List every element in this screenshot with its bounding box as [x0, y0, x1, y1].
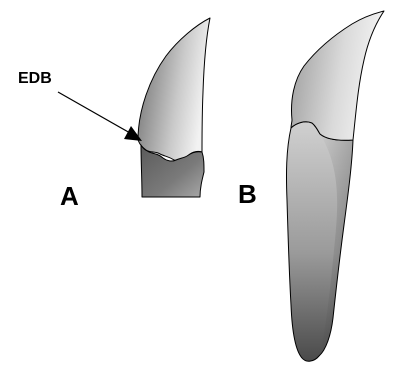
tooth-b — [286, 11, 384, 361]
tooth-a — [138, 18, 210, 197]
tooth-a-crown — [138, 18, 210, 161]
panel-a-label: A — [60, 181, 79, 211]
tooth-b-crown — [291, 11, 384, 140]
arrow-icon — [58, 92, 130, 133]
panel-b-label: B — [238, 179, 257, 209]
edb-label: EDB — [18, 70, 52, 87]
edb-pointer — [58, 92, 142, 141]
